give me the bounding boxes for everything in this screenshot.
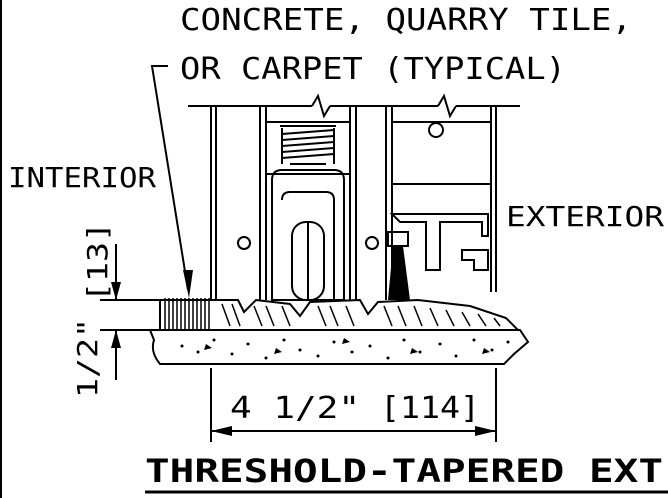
concrete-slab [148,329,530,365]
width-dimension-imperial: 4 1/2" [230,391,360,426]
bumper-right [365,236,379,250]
detail-title: THRESHOLD-TAPERED EXT [145,452,663,490]
interior-label: INTERIOR [8,161,156,194]
coil-spring [280,125,336,165]
break-line-right [437,93,457,119]
concrete-stipple [180,338,510,360]
note-line-1: CONCRETE, QUARRY TILE, [180,3,632,38]
height-arrow-down [111,282,121,300]
width-arrow-left [211,426,232,436]
bumper-left [237,236,251,250]
width-dimension-lines [210,368,497,442]
threshold-hatch [164,298,501,330]
height-dimension-imperial: 1/2" [71,318,104,398]
roller-carriage [271,169,345,301]
door-jamb-lines [210,106,497,300]
drip-lip [461,249,489,271]
threshold-profile [159,298,521,331]
width-arrow-right [475,426,496,436]
exterior-label: EXTERIOR [506,200,664,233]
height-arrow-up [111,330,121,348]
break-line-left [311,93,331,119]
width-dimension-metric: [114] [380,391,480,426]
height-dimension-metric: [13] [81,222,114,302]
note-leader-arrowhead [183,270,193,298]
note-line-2: OR CARPET (TYPICAL) [180,52,566,87]
roller-carriage-inner [281,191,335,300]
spring-housing [265,121,351,175]
fastener-circle [428,122,444,138]
exterior-stop-box [391,121,492,185]
weatherstrip-brush [388,246,410,300]
drip-channel [389,213,489,271]
note-leader-line [150,65,189,291]
